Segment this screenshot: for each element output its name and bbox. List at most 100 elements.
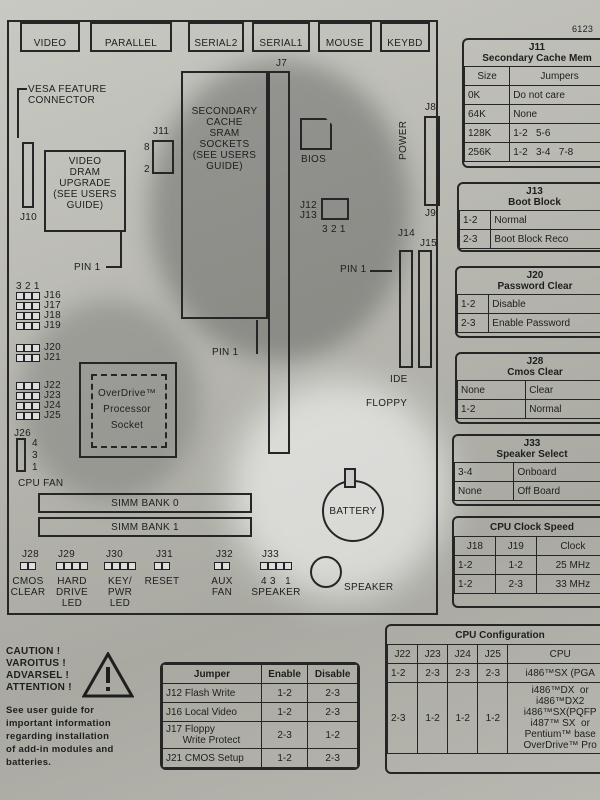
table-cell: 2-3 (260, 721, 309, 749)
power-label: POWER (398, 120, 409, 160)
jumper-pin (32, 354, 40, 362)
j8-label: J8 (425, 102, 437, 113)
table-cell: 1-2 (454, 555, 496, 575)
table-header: Enable (260, 664, 309, 684)
j18-label: J18 (44, 310, 62, 321)
table-header: J25 (477, 644, 509, 664)
j9-label: J9 (425, 208, 437, 219)
port-label: VIDEO (33, 38, 67, 49)
cache-sockets-label: SECONDARY CACHE SRAM SOCKETS (SEE USERS … (191, 106, 258, 172)
table-header: J23 (417, 644, 449, 664)
jumper-pin (24, 412, 32, 420)
jumper-pin (32, 322, 40, 330)
table-cell: J21 CMOS Setup (162, 748, 262, 768)
pin1-label-mid: PIN 1 (212, 347, 239, 358)
port-label: MOUSE (325, 38, 365, 49)
table-cell: 2-3 (307, 748, 358, 768)
header-pin (214, 562, 222, 570)
header-pin (260, 562, 268, 570)
pin1-label-right: PIN 1 (340, 264, 367, 275)
table-header: Clock (535, 536, 600, 556)
table-cell: 1-2 (459, 210, 492, 230)
j26-label: J26 (14, 428, 32, 439)
j15-label: J15 (420, 238, 438, 249)
header-pin (72, 562, 80, 570)
header-pin (222, 562, 230, 570)
table-cell: 128K (464, 123, 511, 143)
header-pin (284, 562, 292, 570)
header-pin (120, 562, 128, 570)
table-header: J19 (494, 536, 537, 556)
j25-label: J25 (44, 410, 62, 421)
table-header: Size (464, 66, 511, 86)
header-pin (104, 562, 112, 570)
jumper-pin (16, 302, 24, 310)
power-connector (424, 116, 440, 206)
table-cell: None (509, 104, 600, 124)
vesa-connector (22, 142, 34, 208)
table-cell: 2-3 (477, 663, 509, 683)
table-cell: Normal (490, 210, 600, 230)
header-pin (268, 562, 276, 570)
bios-chip (300, 118, 332, 150)
table-cell: 64K (464, 104, 511, 124)
simm-bank-1 (38, 517, 252, 537)
jumper-pin (32, 412, 40, 420)
j29-id: J29 (58, 549, 76, 560)
jumper-pin (32, 402, 40, 410)
table-cell: 2-3 (417, 663, 449, 683)
table-header: J18 (454, 536, 496, 556)
j32-label: AUX FAN (211, 576, 233, 598)
table-cell: 1-2 5-6 (509, 123, 600, 143)
port-serial2: SERIAL2 (188, 22, 244, 52)
table-cell: 2-3 (447, 663, 479, 683)
table-title: J11 Secondary Cache Mem (464, 40, 600, 67)
table-cell: 2-3 (387, 682, 419, 754)
header-pin (28, 562, 36, 570)
header-pin (154, 562, 162, 570)
j29-label: HARD DRIVE LED (55, 576, 89, 609)
jumper-pin (32, 292, 40, 300)
j12-j13-header (321, 198, 349, 220)
table-cell: Onboard (513, 462, 600, 482)
jumper-pin (16, 322, 24, 330)
j26-pin-4: 4 (32, 438, 38, 449)
header-pin (162, 562, 170, 570)
j11-header (152, 140, 174, 174)
cache-sockets (181, 71, 268, 319)
header-pin (128, 562, 136, 570)
j20-label: J20 (44, 342, 62, 353)
jumper-pin (24, 402, 32, 410)
bios-label: BIOS (301, 154, 327, 165)
jumper-pin (16, 354, 24, 362)
table-cell: 0K (464, 85, 511, 105)
caution-lines: CAUTION !VAROITUS !ADVARSEL !ATTENTION ! (6, 646, 72, 693)
table-cell: Clear (525, 380, 600, 400)
table-header: Disable (307, 664, 358, 684)
j23-label: J23 (44, 390, 62, 401)
table-cell: 2-3 (459, 229, 492, 249)
table-title: J28 Cmos Clear (457, 354, 600, 381)
table-cell: 256K (464, 142, 511, 162)
cpu-fan-label: CPU FAN (18, 478, 64, 489)
warning-triangle-icon (82, 652, 134, 698)
port-mouse: MOUSE (318, 22, 372, 52)
jumper-pin (24, 322, 32, 330)
header-pin (112, 562, 120, 570)
table-cell: Boot Block Reco (490, 229, 600, 249)
jumper-pin (16, 382, 24, 390)
table-cell: Off Board (513, 481, 600, 501)
j16-label: J16 (44, 290, 62, 301)
j28-id: J28 (22, 549, 40, 560)
